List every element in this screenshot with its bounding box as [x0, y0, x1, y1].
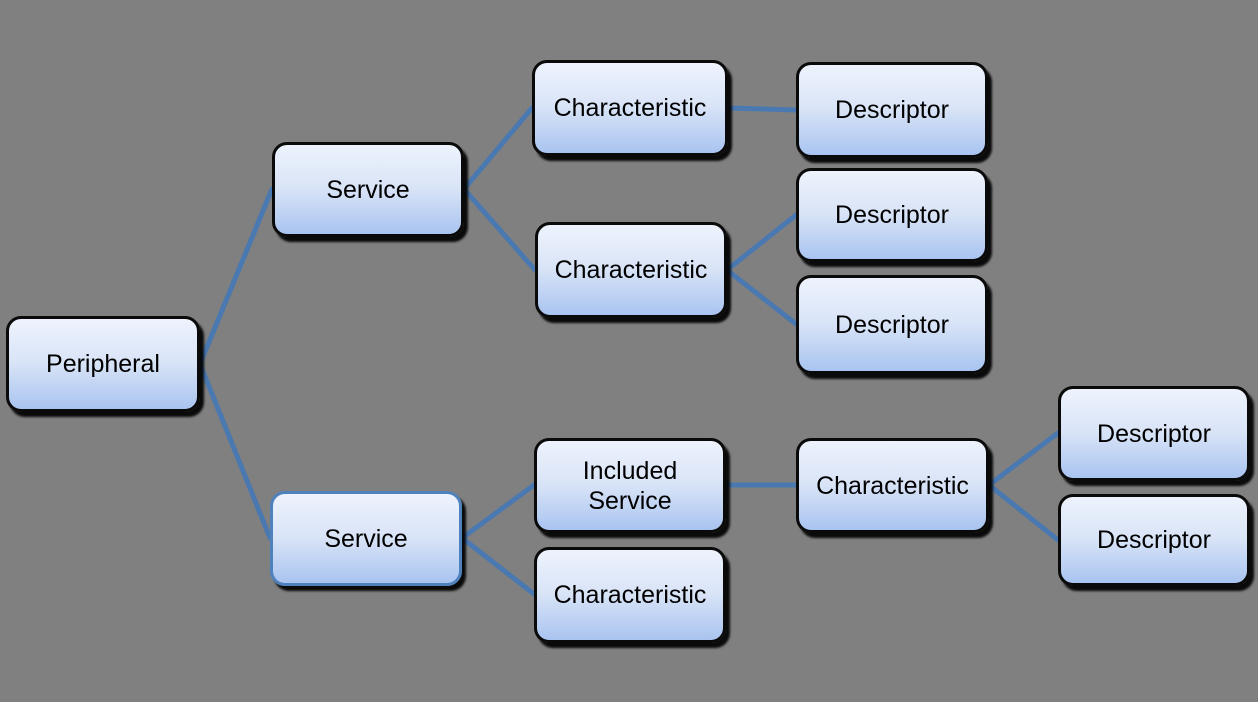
node-label: Descriptor [835, 310, 949, 339]
node-included-service: Included Service [534, 438, 726, 533]
node-peripheral: Peripheral [6, 316, 200, 412]
node-label: Descriptor [1097, 526, 1211, 554]
node-descriptor-1: Descriptor [796, 62, 988, 158]
node-characteristic-2: Characteristic [535, 222, 727, 318]
connector-service1-characteristic1 [461, 105, 535, 192]
connector-characteristic4-descriptor5 [986, 482, 1061, 543]
node-label: Characteristic [553, 94, 707, 122]
node-label: Characteristic [554, 256, 708, 284]
connector-service1-characteristic2 [461, 186, 538, 273]
node-descriptor-2: Descriptor [796, 168, 988, 262]
connector-service2-characteristic3 [459, 535, 537, 597]
node-descriptor-5: Descriptor [1058, 494, 1250, 586]
connector-characteristic1-descriptor1 [725, 105, 799, 113]
node-label: Service [324, 524, 408, 553]
connector-service2-includedservice [459, 482, 537, 541]
connector-characteristic4-descriptor4 [986, 430, 1061, 488]
node-label: Included Service [582, 456, 678, 515]
node-label: Descriptor [1097, 419, 1211, 448]
connector-peripheral-service1 [197, 186, 275, 367]
node-descriptor-3: Descriptor [796, 275, 988, 374]
node-label: Descriptor [835, 96, 949, 124]
connector-peripheral-service2 [197, 361, 273, 541]
node-label: Descriptor [835, 201, 949, 229]
node-label: Peripheral [46, 350, 160, 378]
node-characteristic-1: Characteristic [532, 60, 728, 156]
node-service-2: Service [270, 491, 462, 586]
node-characteristic-4: Characteristic [796, 438, 989, 533]
node-label: Characteristic [816, 471, 969, 500]
node-label: Characteristic [553, 581, 707, 609]
node-service-1: Service [272, 142, 464, 237]
node-label: Service [326, 175, 410, 204]
node-descriptor-4: Descriptor [1058, 386, 1250, 481]
connector-characteristic2-descriptor3 [724, 267, 799, 327]
node-characteristic-3: Characteristic [534, 547, 726, 643]
connector-characteristic2-descriptor2 [724, 212, 799, 273]
